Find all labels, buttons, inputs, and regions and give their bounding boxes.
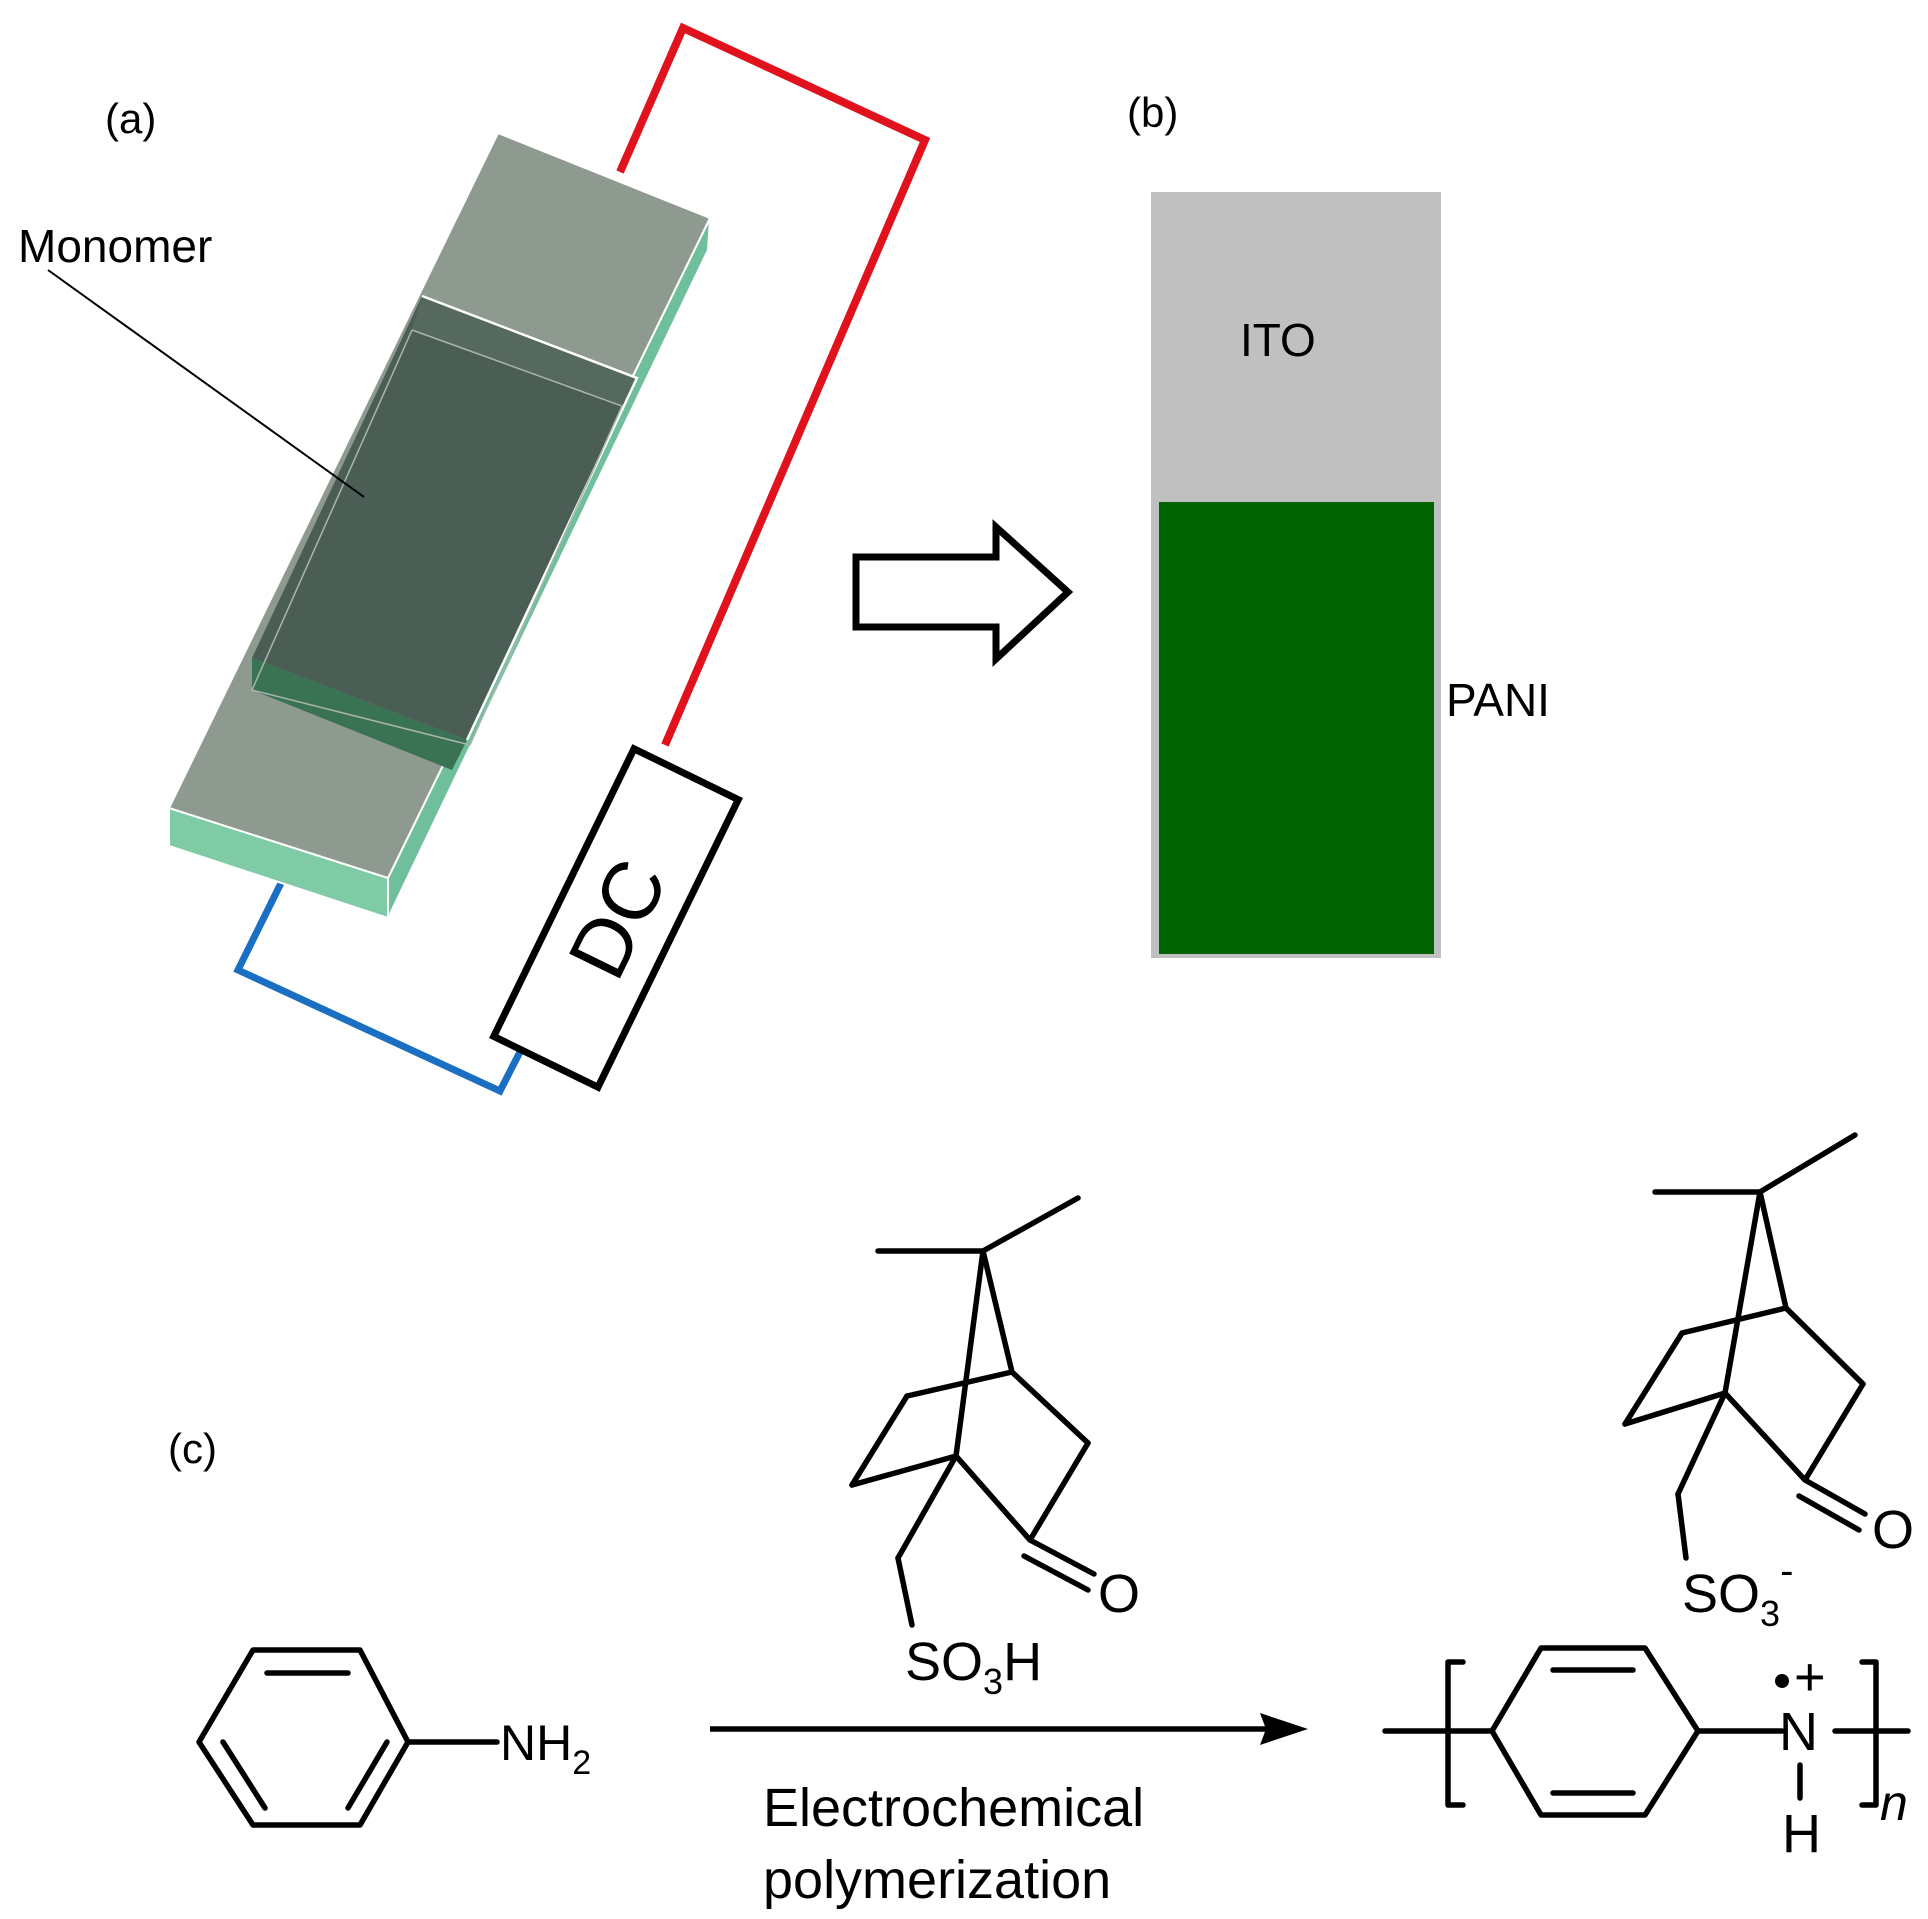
anode-wire (616, 22, 931, 747)
aniline-subscript: 2 (572, 1744, 591, 1782)
reaction-scheme: (c) NH2 Electrochemical polymerization (168, 1132, 1914, 1910)
anion-oxygen-label: O (1872, 1500, 1914, 1560)
aniline-benzene-ring (196, 1647, 411, 1828)
product-n-label: N (1779, 1702, 1818, 1762)
dc-box (489, 744, 743, 1092)
camphorsulfonate-anion: O SO3- (1622, 1132, 1914, 1634)
acid-subscript: 3 (983, 1661, 1003, 1702)
aniline-nh-label: NH2 (500, 1715, 591, 1782)
product-benzene-ring (1489, 1645, 1701, 1818)
transition-arrow (852, 519, 1074, 668)
monomer-compartment (252, 296, 637, 740)
polyaniline-product: + N H n (1382, 1645, 1911, 1864)
aniline-molecule: NH2 (196, 1647, 591, 1828)
dc-power-supply: DC (489, 744, 743, 1092)
pani-label: PANI (1446, 674, 1550, 726)
aniline-double-bond (345, 1739, 390, 1811)
acid-h: H (1003, 1632, 1042, 1692)
monomer-compartment-inner-edge (250, 329, 624, 746)
arrow-label-line2: polymerization (763, 1850, 1111, 1910)
arrow-label-line1: Electrochemical (763, 1778, 1144, 1838)
ito-label: ITO (1240, 314, 1316, 366)
panel-c-label: (c) (168, 1425, 217, 1472)
monomer-label: Monomer (18, 220, 212, 272)
pani-layer (1159, 502, 1434, 954)
acid-so3h-label: SO3H (905, 1632, 1042, 1702)
product-charge: + (1794, 1647, 1826, 1707)
anion-subscript: 3 (1760, 1593, 1780, 1634)
radical-dot (1775, 1674, 1789, 1688)
anion-charge: - (1780, 1549, 1793, 1593)
monomer-deposit-band (252, 658, 467, 770)
repeat-index-label: n (1880, 1775, 1908, 1831)
anion-so3-label: SO3- (1682, 1549, 1793, 1634)
left-bracket (1445, 1659, 1466, 1808)
cell-diagram: Monomer DC (a) (18, 22, 931, 1096)
monomer-inner-top (412, 296, 637, 406)
panel-a-label: (a) (105, 95, 156, 142)
reaction-arrowhead (1260, 1713, 1308, 1745)
film-diagram: (b) ITO PANI (1127, 89, 1550, 958)
camphorsulfonic-acid: O SO3H (849, 1195, 1140, 1702)
acid-oxygen-label: O (1098, 1564, 1140, 1624)
monomer-compartment-edge (421, 294, 639, 741)
aniline-double-bond (220, 1739, 268, 1811)
product-h-label: H (1782, 1804, 1821, 1864)
panel-b-label: (b) (1127, 89, 1178, 136)
monomer-leader-line (47, 269, 365, 498)
